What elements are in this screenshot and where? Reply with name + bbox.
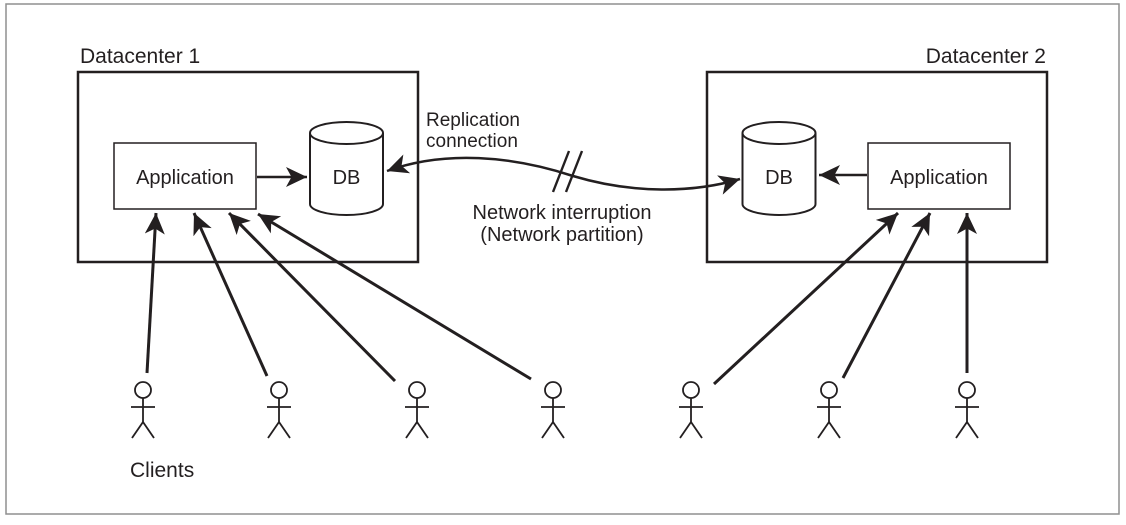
- db-label-dc2: DB: [765, 167, 793, 189]
- database-cylinder-icon-dc1: DB: [309, 121, 384, 216]
- application-box-dc2: [867, 142, 1011, 210]
- application-label-dc1: Application: [136, 167, 234, 189]
- replication-label-line1: Replication: [426, 110, 520, 131]
- datacenter-2-label: Datacenter 2: [926, 45, 1046, 68]
- replication-label-line2: connection: [426, 131, 518, 152]
- client-arrows-dc2: [712, 211, 977, 386]
- client-arrow: [192, 212, 269, 377]
- client-arrow: [841, 212, 932, 379]
- client-arrow: [144, 212, 165, 374]
- datacenter-2: Datacenter 2 Application DB: [705, 45, 1049, 264]
- network-interruption-label-line1: Network interruption: [473, 202, 652, 224]
- clients-label: Clients: [130, 459, 194, 482]
- network-interruption-label-line2: (Network partition): [480, 224, 643, 246]
- database-cylinder-icon-dc2: DB: [741, 121, 817, 216]
- replication-connection: Replication connection Network interrupt…: [386, 110, 741, 246]
- client-arrow: [257, 212, 532, 381]
- application-label-dc2: Application: [890, 167, 988, 189]
- network-break-icon: [551, 150, 584, 193]
- datacenter-1-label: Datacenter 1: [80, 45, 200, 68]
- clients-group: Clients: [130, 381, 980, 482]
- db-label-dc1: DB: [333, 167, 361, 189]
- client-arrows-dc1: [144, 211, 532, 383]
- application-box-dc1: [113, 142, 257, 210]
- client-arrow: [712, 211, 900, 386]
- datacenter-1: Datacenter 1 Application DB: [76, 45, 420, 264]
- client-arrow: [227, 211, 397, 383]
